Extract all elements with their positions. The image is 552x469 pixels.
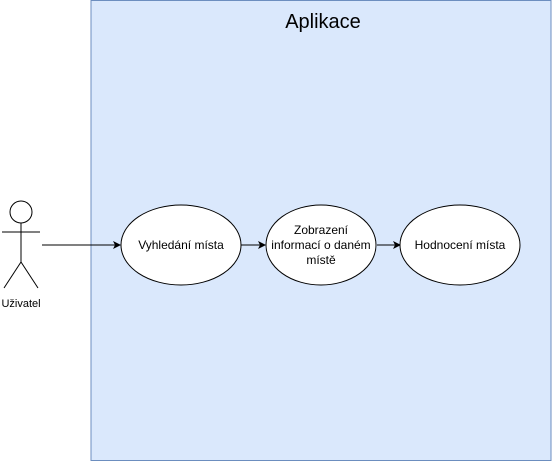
use-case-ellipse (399, 204, 521, 286)
actor-right-leg (20, 261, 39, 289)
use-case-label-line-2: informací o daném (271, 238, 370, 252)
use-case-rate-place[interactable]: Hodnocení místa (399, 204, 521, 286)
use-case-label: Hodnocení místa (415, 238, 506, 252)
use-case-label: Vyhledání místa (138, 238, 224, 252)
use-case-ellipse (265, 204, 377, 286)
use-case-label-line-3: místě (306, 253, 336, 267)
actor-uzivatel[interactable] (2, 200, 40, 289)
actor-left-leg (3, 261, 22, 289)
use-case-show-place-info[interactable]: Zobrazení informací o daném místě (265, 204, 377, 286)
actor-label: Uživatel (1, 298, 40, 310)
use-case-label-line-1: Zobrazení (294, 223, 349, 237)
system-title: Aplikace (285, 11, 361, 33)
use-case-ellipse (120, 204, 242, 286)
use-case-search-place[interactable]: Vyhledání místa (120, 204, 242, 286)
actor-head (9, 200, 33, 224)
